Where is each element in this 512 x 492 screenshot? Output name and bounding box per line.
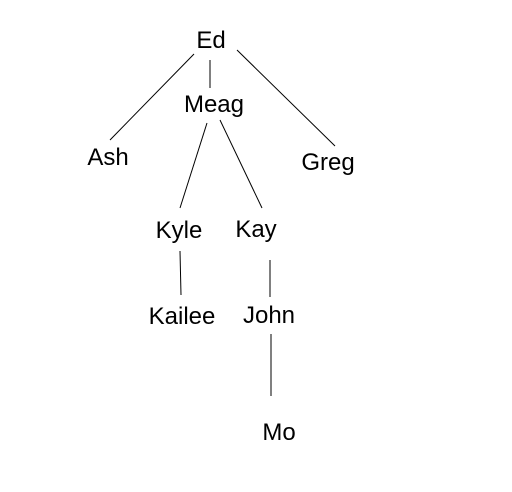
edge-ed-greg [236, 49, 336, 147]
node-greg: Greg [301, 149, 354, 176]
node-kailee: Kailee [149, 303, 216, 330]
edge-ed-ash [109, 53, 195, 141]
node-mo: Mo [262, 419, 295, 446]
tree-nodes: Ed Meag Ash Greg Kyle Kay Kailee John Mo [87, 27, 354, 446]
edge-meag-kay [219, 119, 263, 209]
node-meag: Meag [184, 91, 244, 118]
node-ash: Ash [87, 144, 128, 171]
edge-meag-kyle [179, 122, 208, 209]
tree-edges [109, 49, 336, 396]
node-ed: Ed [196, 27, 225, 54]
node-kyle: Kyle [156, 217, 203, 244]
node-john: John [243, 302, 295, 329]
edge-kyle-kailee [179, 250, 182, 296]
node-kay: Kay [235, 216, 276, 243]
